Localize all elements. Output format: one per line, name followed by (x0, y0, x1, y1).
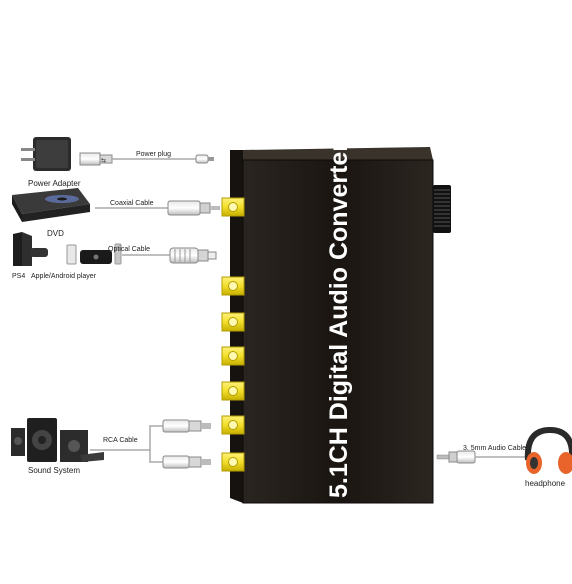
headphone-icon (524, 426, 572, 474)
jack-output-4[interactable] (221, 381, 245, 401)
audio-35mm-cable-label: 3. 5mm Audio Cable (463, 445, 526, 452)
apple-player-label: Apple/Android player (31, 273, 97, 280)
rca-cable-label: RCA Cable (103, 437, 138, 444)
volume-knob-icon[interactable] (433, 185, 451, 233)
jack-output-2[interactable] (221, 312, 245, 332)
ps4-label: PS4 (12, 273, 25, 280)
optical-cable (122, 247, 217, 264)
power-adapter-label: Power Adapter (28, 179, 81, 188)
headphone-label: headphone (525, 479, 566, 488)
jack-output-1[interactable] (221, 276, 245, 296)
power-cable: ⇆ (79, 152, 214, 166)
coaxial-cable-label: Coaxial Cable (110, 200, 154, 207)
rca-cable (90, 419, 211, 469)
audio-35mm-cable (436, 450, 528, 464)
device-title: 5.1CH Digital Audio Converter (325, 142, 353, 498)
sound-system-label: Sound System (28, 466, 80, 475)
ps4-console-icon (13, 232, 48, 266)
power-cable-label: Power plug (136, 151, 171, 158)
jack-output-front-right[interactable] (221, 452, 245, 472)
jack-output-3[interactable] (221, 346, 245, 366)
apple-tv-icon (66, 243, 122, 265)
jack-output-front-left[interactable] (221, 415, 245, 435)
jack-coaxial-input[interactable] (221, 197, 245, 217)
dvd-player-icon (12, 188, 90, 222)
power-adapter-icon (21, 137, 71, 171)
usb-icon: ⇆ (101, 157, 106, 164)
dvd-label: DVD (47, 229, 64, 238)
converter-device (230, 147, 434, 504)
sound-system-icon (11, 418, 104, 462)
coaxial-cable (95, 200, 220, 216)
optical-cable-label: Optical Cable (108, 246, 150, 253)
